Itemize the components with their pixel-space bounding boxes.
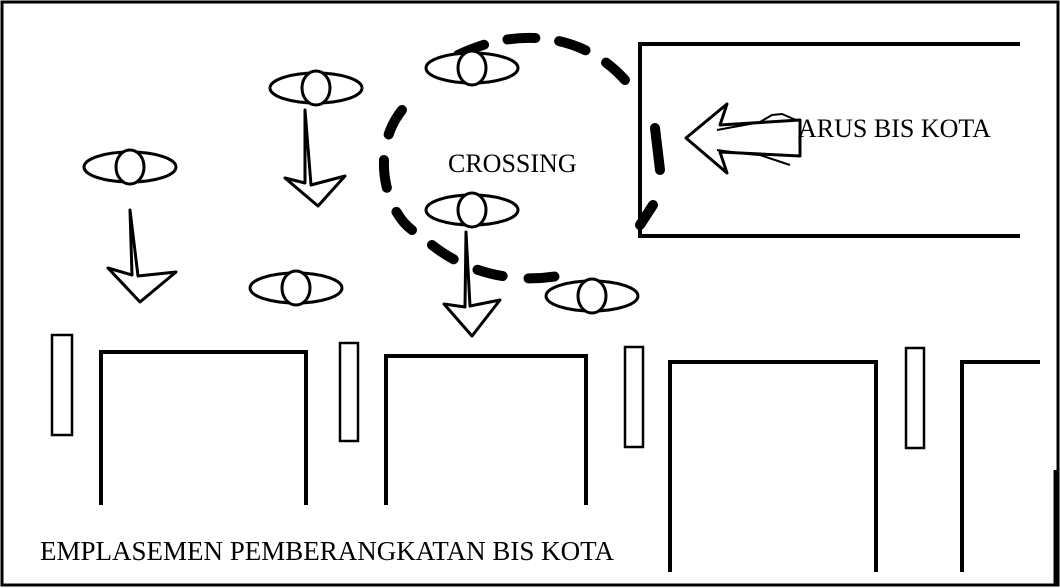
pedestrian-icon — [424, 191, 520, 229]
bus-bay — [99, 350, 308, 505]
bay-divider — [338, 341, 360, 443]
pedestrian-icon — [82, 148, 178, 186]
bus-lane — [638, 42, 1020, 238]
flow-arrow-icon — [684, 102, 802, 175]
bus-bay — [384, 354, 588, 505]
down-arrow-icon — [106, 208, 178, 304]
bus-bay — [960, 360, 1040, 572]
platform-label: EMPLASEMEN PEMBERANGKATAN BIS KOTA — [40, 536, 614, 566]
flow-label: ARUS BIS KOTA — [798, 114, 991, 143]
flow-leader-lines — [716, 112, 797, 166]
bay-divider — [623, 345, 645, 449]
bay-divider — [50, 333, 74, 437]
down-arrow-icon — [442, 230, 502, 338]
down-arrow-icon — [283, 108, 347, 208]
bus-bay — [668, 360, 878, 572]
pedestrian-icon — [268, 69, 364, 107]
crossing-label: CROSSING — [448, 149, 577, 178]
pedestrian-icon — [248, 269, 344, 307]
bay-divider — [904, 346, 926, 450]
pedestrian-icon — [424, 49, 520, 87]
crossing-zone — [378, 32, 665, 284]
pedestrian-icon — [544, 277, 640, 315]
platform-bays — [50, 333, 1040, 572]
